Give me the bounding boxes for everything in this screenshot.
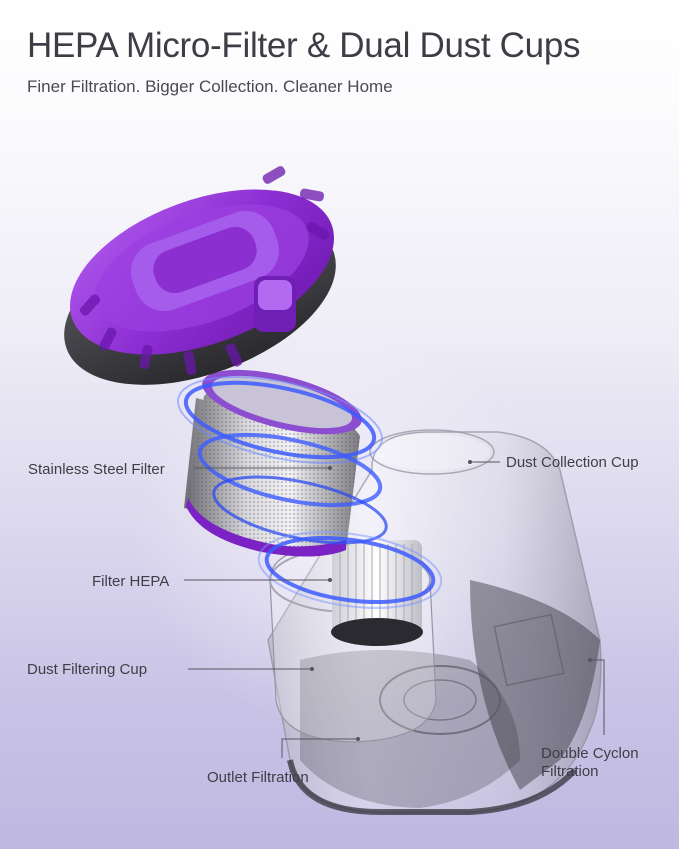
label-double-cyclone-filtration: Double Cyclon Filtration bbox=[541, 745, 639, 780]
purple-lid-graphic bbox=[64, 166, 336, 385]
page-title: HEPA Micro-Filter & Dual Dust Cups bbox=[27, 26, 581, 65]
dust-collection-cup-graphic bbox=[267, 429, 602, 815]
page-subtitle: Finer Filtration. Bigger Collection. Cle… bbox=[27, 77, 393, 96]
label-outlet-filtration: Outlet Filtration bbox=[207, 769, 309, 786]
label-stainless-steel-filter: Stainless Steel Filter bbox=[28, 461, 165, 478]
label-dust-filtering-cup: Dust Filtering Cup bbox=[27, 661, 148, 678]
label-dust-collection-cup: Dust Collection Cup bbox=[506, 454, 639, 471]
callout-dots bbox=[310, 460, 592, 741]
hepa-filter-graphic bbox=[331, 540, 423, 646]
callout-lines bbox=[184, 461, 605, 758]
airflow-glow-rings bbox=[176, 375, 443, 609]
label-filter-hepa: Filter HEPA bbox=[92, 573, 170, 590]
